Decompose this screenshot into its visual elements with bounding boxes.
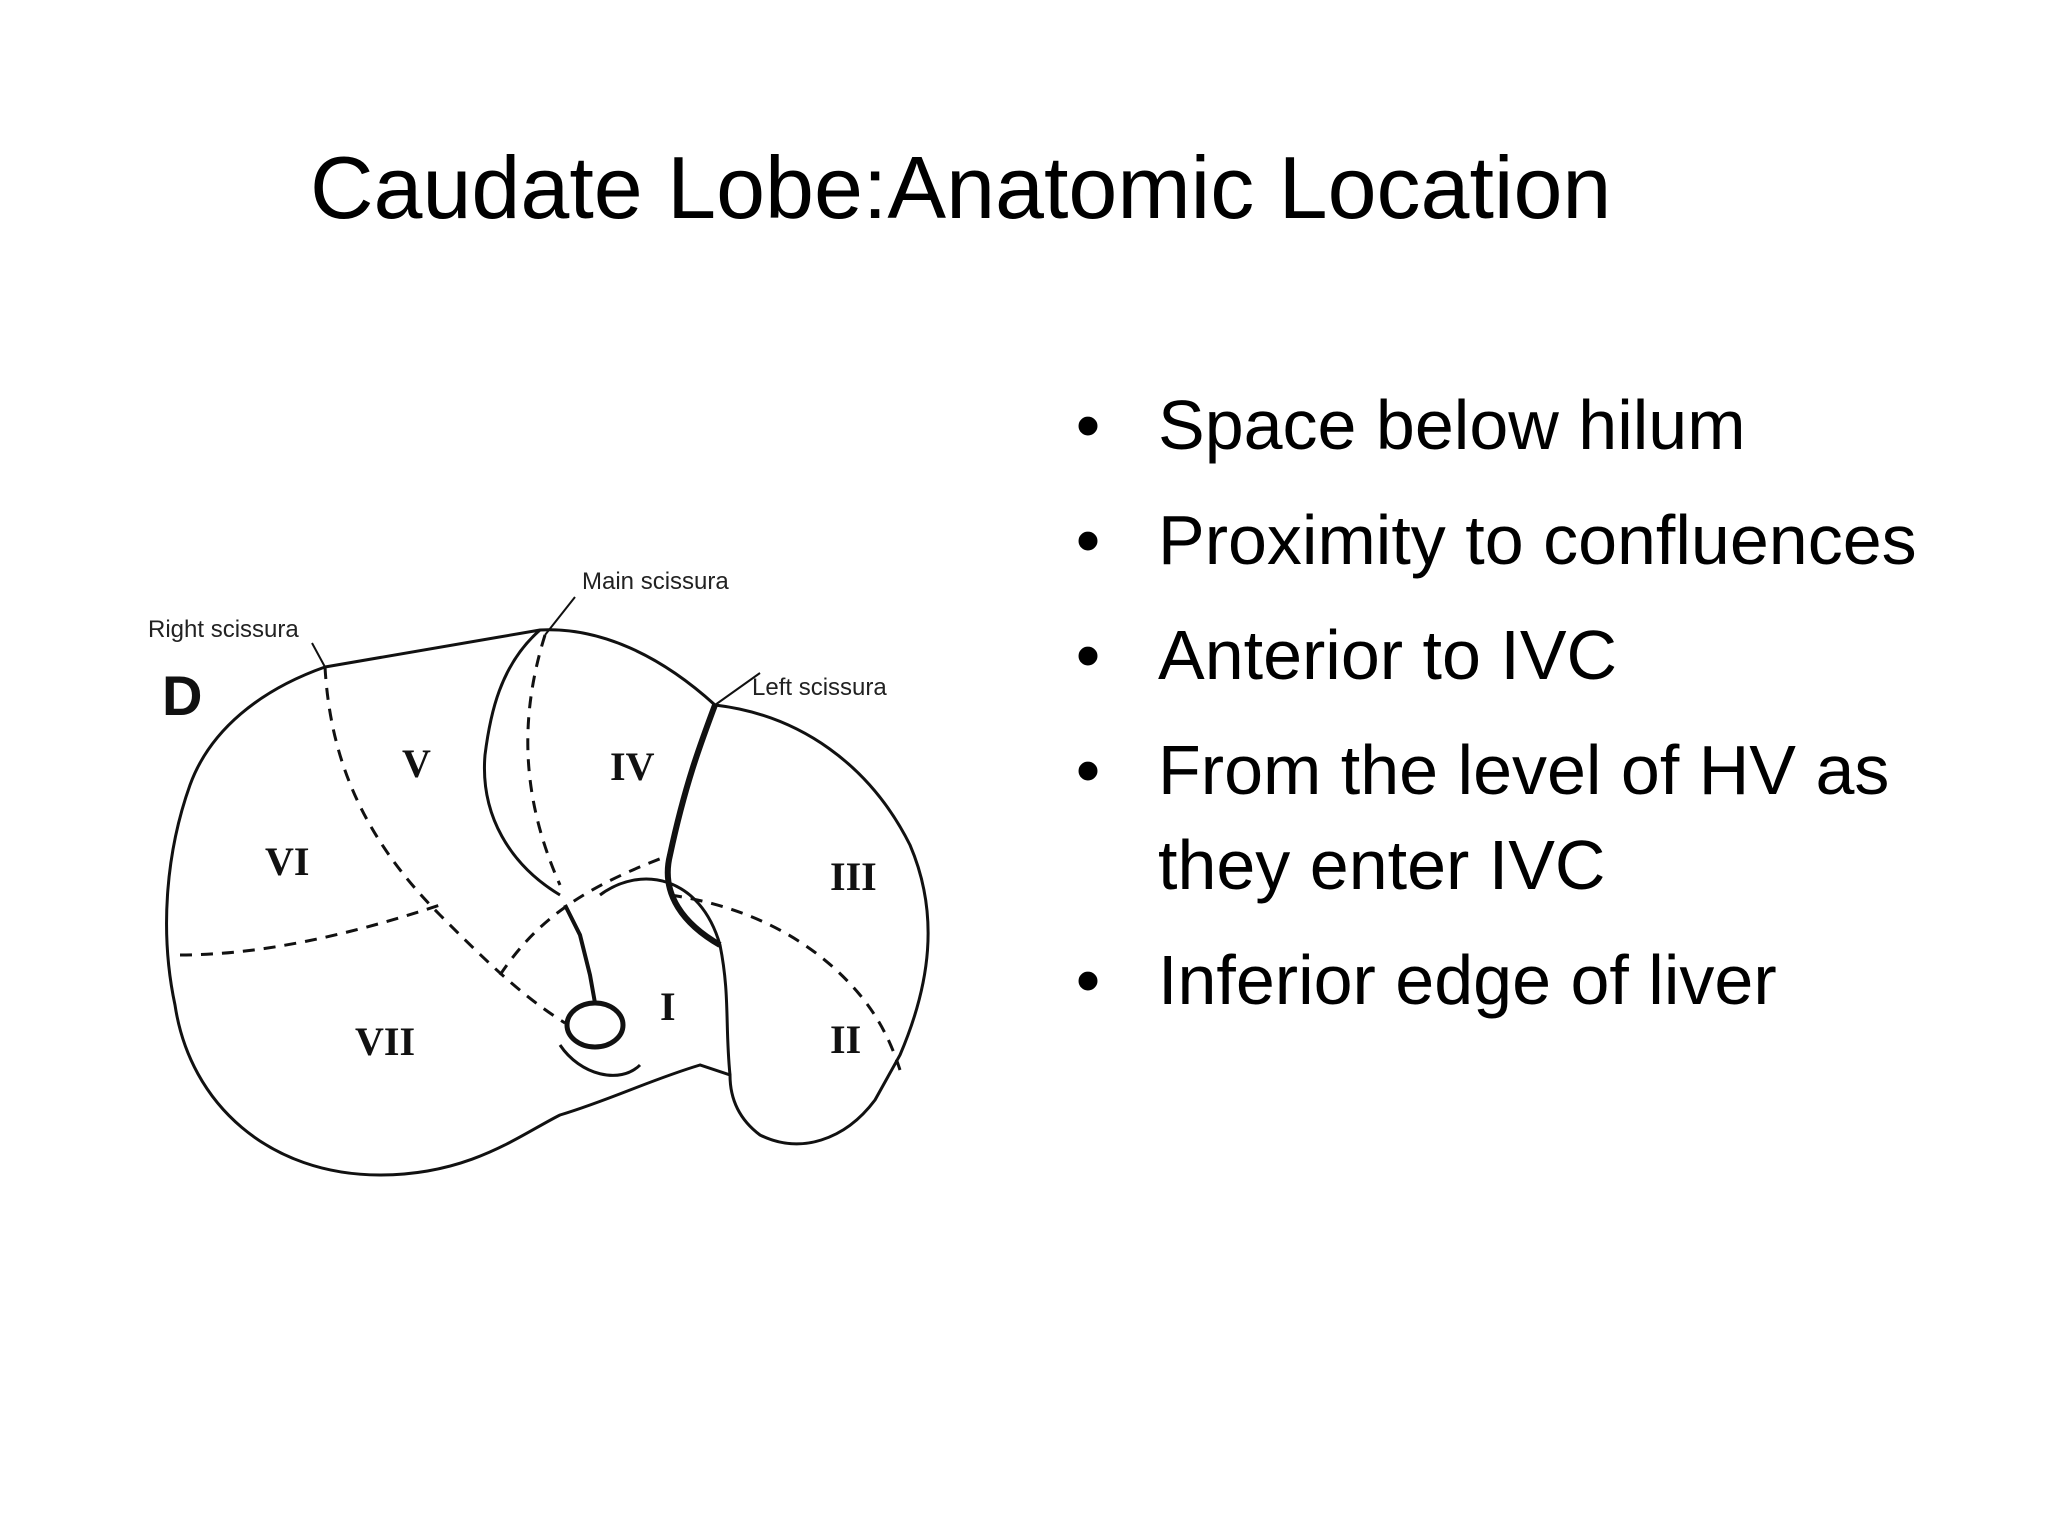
segment-label-vii: VII [355, 1019, 415, 1064]
horizontal-dashed-line [179, 903, 441, 957]
liver-segments-diagram: Right scissura Main scissura Left scissu… [140, 555, 1000, 1195]
portal-structure [563, 904, 597, 1004]
segment-iv-outline [482, 628, 561, 897]
callout-right-scissura: Right scissura [148, 616, 299, 643]
liver-outline [165, 628, 930, 1177]
liver-diagram-svg: Right scissura Main scissura Left scissu… [148, 568, 930, 1177]
left-scissura-line [669, 893, 902, 1071]
segment-label-iv: IV [610, 744, 655, 789]
segment-label-i: I [660, 984, 676, 1029]
bullet-marker: • [1075, 731, 1101, 809]
left-scissura-pointer [714, 672, 761, 706]
bullet-item: • Anterior to IVC [1068, 608, 2008, 703]
right-scissura-pointer [311, 642, 326, 668]
ivc-lumen [564, 1000, 626, 1050]
main-scissura-line [526, 634, 562, 886]
segment-label-v: V [402, 741, 431, 786]
segment-label-vi: VI [265, 839, 309, 884]
bullet-item: • Inferior edge of liver [1068, 933, 2008, 1028]
bullet-marker: • [1075, 616, 1101, 694]
caudate-outline [599, 877, 732, 1076]
left-portal-dashed-line [498, 853, 671, 976]
panel-letter: D [162, 664, 202, 727]
segment-label-ii: II [830, 1017, 861, 1062]
callout-left-scissura: Left scissura [752, 674, 887, 701]
callout-main-scissura: Main scissura [582, 568, 729, 595]
right-scissura-line [323, 666, 566, 1025]
bullet-text: From the level of HV as they enter IVC [1158, 731, 1890, 904]
main-scissura-pointer [544, 596, 576, 636]
bullet-marker: • [1075, 386, 1101, 464]
bullet-marker: • [1075, 501, 1101, 579]
bullet-marker: • [1075, 941, 1101, 1019]
bullet-text: Inferior edge of liver [1158, 941, 1777, 1019]
segment-label-iii: III [830, 854, 877, 899]
bullet-text: Proximity to confluences [1158, 501, 1917, 579]
bullet-item: • Space below hilum [1068, 378, 2008, 473]
slide-title: Caudate Lobe:Anatomic Location [310, 138, 1612, 237]
bullet-list: • Space below hilum • Proximity to confl… [1068, 378, 2008, 1048]
ligament-outline [664, 703, 722, 948]
bullet-text: Space below hilum [1158, 386, 1746, 464]
bullet-item: • From the level of HV as they enter IVC [1068, 723, 2008, 913]
bullet-text: Anterior to IVC [1158, 616, 1618, 694]
bullet-item: • Proximity to confluences [1068, 493, 2008, 588]
hilum-contour [558, 1044, 642, 1077]
